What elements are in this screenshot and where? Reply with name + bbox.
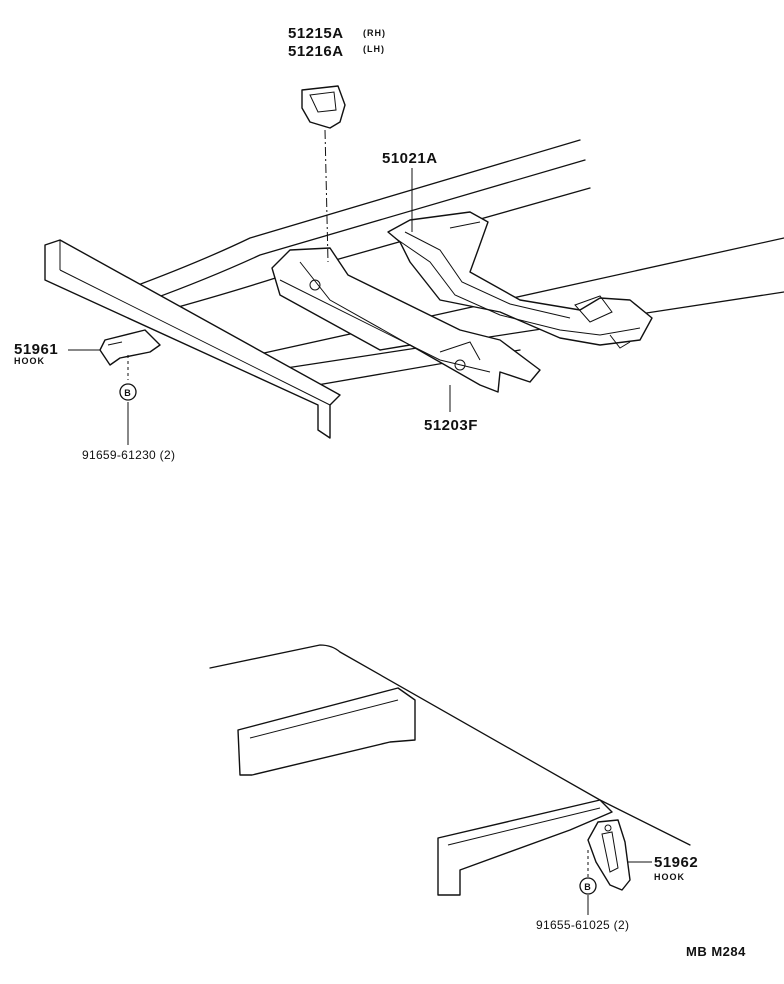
crossmember-51021a [387,211,653,349]
rear-bolt-marker: B [579,877,597,895]
label-rear-hook-name: HOOK [654,872,685,882]
front-hook-51961 [99,329,161,366]
label-crossmember-upper: 51021A [382,150,438,167]
crossmember-51203f [271,247,541,393]
label-bracket-rh-number: 51215A [288,25,344,42]
bracket-guide-line [324,129,329,263]
label-front-hook-number: 51961 [14,341,58,358]
label-bracket-lh-side: (LH) [363,44,385,54]
bracket-51215a-51216a [301,85,346,129]
label-rear-bolt-number: 91655-61025 (2) [536,918,629,932]
figure-code: MB M284 [686,944,746,959]
front-crossmember-beam [44,239,341,439]
rear-body-floor [209,644,691,896]
label-front-hook-name: HOOK [14,356,45,366]
front-bolt-marker: B [119,383,137,401]
label-front-bolt-number: 91659-61230 (2) [82,448,175,462]
label-rear-hook-number: 51962 [654,854,698,871]
rear-hook-51962 [587,819,631,891]
rear-bolt-marker-letter: B [584,882,592,892]
front-bolt-marker-letter: B [124,388,132,398]
label-bracket-lh-number: 51216A [288,43,344,60]
label-crossmember-lower: 51203F [424,417,478,434]
label-bracket-rh-side: (RH) [363,28,386,38]
